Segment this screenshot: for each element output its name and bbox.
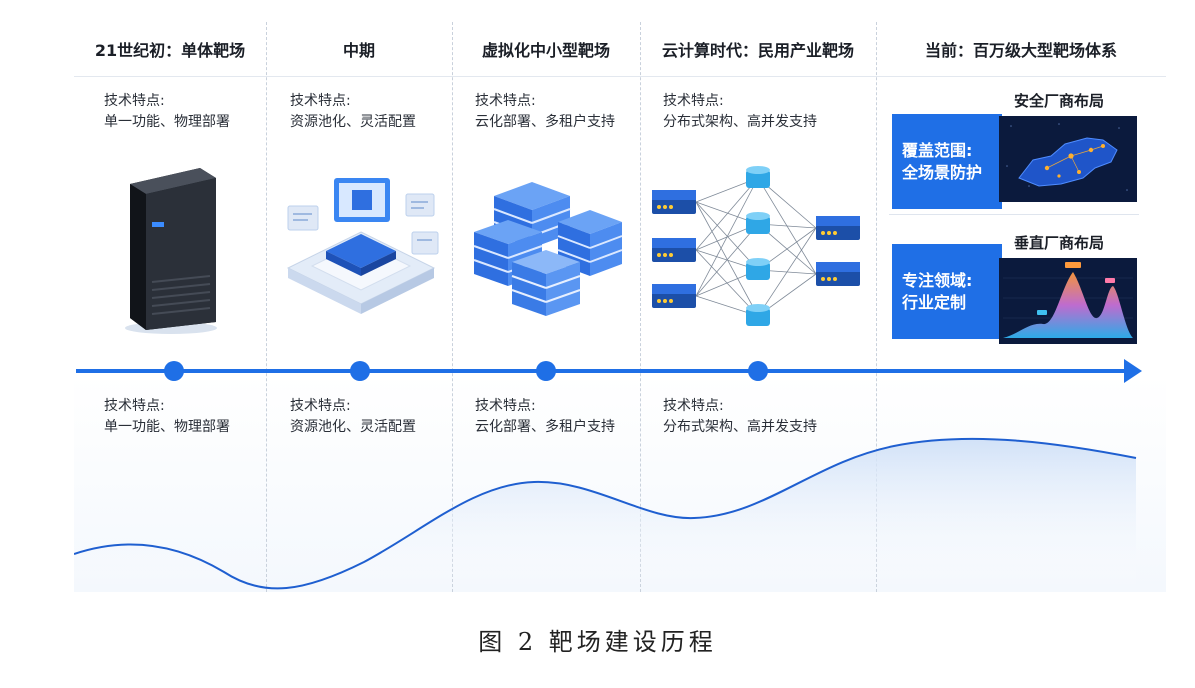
features-text: 单一功能、物理部署 [104,114,230,130]
vendor-map-icon [999,116,1137,202]
server-stacks-icon [473,182,623,316]
features-label: 技术特点: [663,398,724,414]
tag-line: 覆盖范围: [902,140,973,160]
column-divider [640,22,641,592]
features-text: 资源池化、灵活配置 [290,419,416,435]
features-text: 分布式架构、高并发支持 [663,419,817,435]
top-features-2: 技术特点: 资源池化、灵活配置 [290,91,416,133]
tag-line: 专注领域: [902,270,973,290]
vertical-vendor-title: 垂直厂商布局 [1014,234,1105,252]
timeline-node [164,361,184,381]
timeline-node [536,361,556,381]
features-label: 技术特点: [663,93,724,109]
focus-tag: 专注领域: 行业定制 [892,244,1002,339]
timeline-node [748,361,768,381]
column-divider [452,22,453,592]
figure-caption: 图 2 靶场建设历程 [478,628,717,656]
column-title-2: 中期 [342,41,375,60]
tag-line: 全场景防护 [902,162,983,182]
bottom-features-2: 技术特点: 资源池化、灵活配置 [290,396,416,438]
features-text: 云化部署、多租户支持 [475,419,615,435]
top-features-1: 技术特点: 单一功能、物理部署 [104,91,230,133]
bottom-features-1: 技术特点: 单一功能、物理部署 [104,396,230,438]
features-label: 技术特点: [104,93,165,109]
features-label: 技术特点: [104,398,165,414]
features-label: 技术特点: [475,93,536,109]
features-label: 技术特点: [475,398,536,414]
resource-pool-chip-icon [286,178,439,314]
features-text: 单一功能、物理部署 [104,419,230,435]
column-divider [876,22,877,592]
server-tower-icon [125,168,217,334]
column-title-5: 当前：百万级大型靶场体系 [924,41,1117,60]
features-label: 技术特点: [290,93,351,109]
security-vendor-title: 安全厂商布局 [1014,92,1105,110]
panel-rule [889,214,1139,215]
header-rule [74,76,1166,77]
column-divider [266,22,267,592]
tag-line: 行业定制 [902,292,967,312]
distributed-network-icon [652,166,860,326]
growth-wave [74,437,1137,592]
timeline-axis [76,359,1142,383]
features-text: 分布式架构、高并发支持 [663,114,817,130]
column-title-1: 21世纪初：单体靶场 [94,41,246,60]
features-text: 资源池化、灵活配置 [290,114,416,130]
column-title-4: 云计算时代：民用产业靶场 [661,41,854,60]
bottom-features-3: 技术特点: 云化部署、多租户支持 [475,396,615,438]
features-label: 技术特点: [290,398,351,414]
timeline-figure: 21世纪初：单体靶场 中期 虚拟化中小型靶场 云计算时代：民用产业靶场 当前：百… [74,22,1166,592]
vertical-peaks-chart-icon [999,258,1137,344]
coverage-tag: 覆盖范围: 全场景防护 [892,114,1002,209]
timeline-node [350,361,370,381]
column-title-3: 虚拟化中小型靶场 [481,41,610,60]
features-text: 云化部署、多租户支持 [475,114,615,130]
bottom-features-4: 技术特点: 分布式架构、高并发支持 [663,396,817,438]
top-features-3: 技术特点: 云化部署、多租户支持 [475,91,615,133]
top-features-4: 技术特点: 分布式架构、高并发支持 [663,91,817,133]
